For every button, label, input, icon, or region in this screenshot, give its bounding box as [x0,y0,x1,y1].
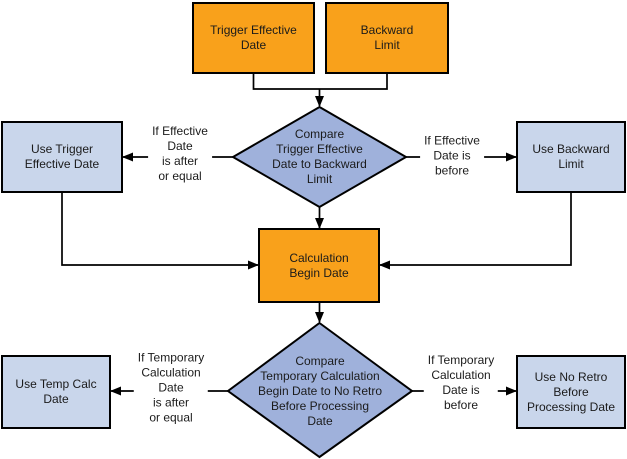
connector-use-trigger-to-calc [61,192,259,270]
calculation-begin-date-node [258,228,380,303]
edge-label-effective-after-or-equal: If Effective Date is after or equal [148,123,212,185]
compare-temp-vs-no-retro-decision [226,321,414,459]
trigger-effective-date-node [192,2,315,74]
compare-trigger-vs-backward-decision [231,105,408,209]
use-backward-limit-node [516,121,626,193]
use-trigger-effective-date-node [1,121,123,193]
connector-top-merge [252,73,388,90]
edge-label-temp-after-or-equal: If Temporary Calculation Date is after o… [133,349,209,427]
edge-label-temp-before: If Temporary Calculation Date is before [423,352,499,414]
connector-use-backward-to-calc [379,192,572,270]
use-no-retro-before-processing-date-node [516,355,626,429]
use-temp-calc-date-node [1,355,111,429]
edge-label-effective-before: If Effective Date is before [420,132,484,180]
backward-limit-node [325,2,449,74]
